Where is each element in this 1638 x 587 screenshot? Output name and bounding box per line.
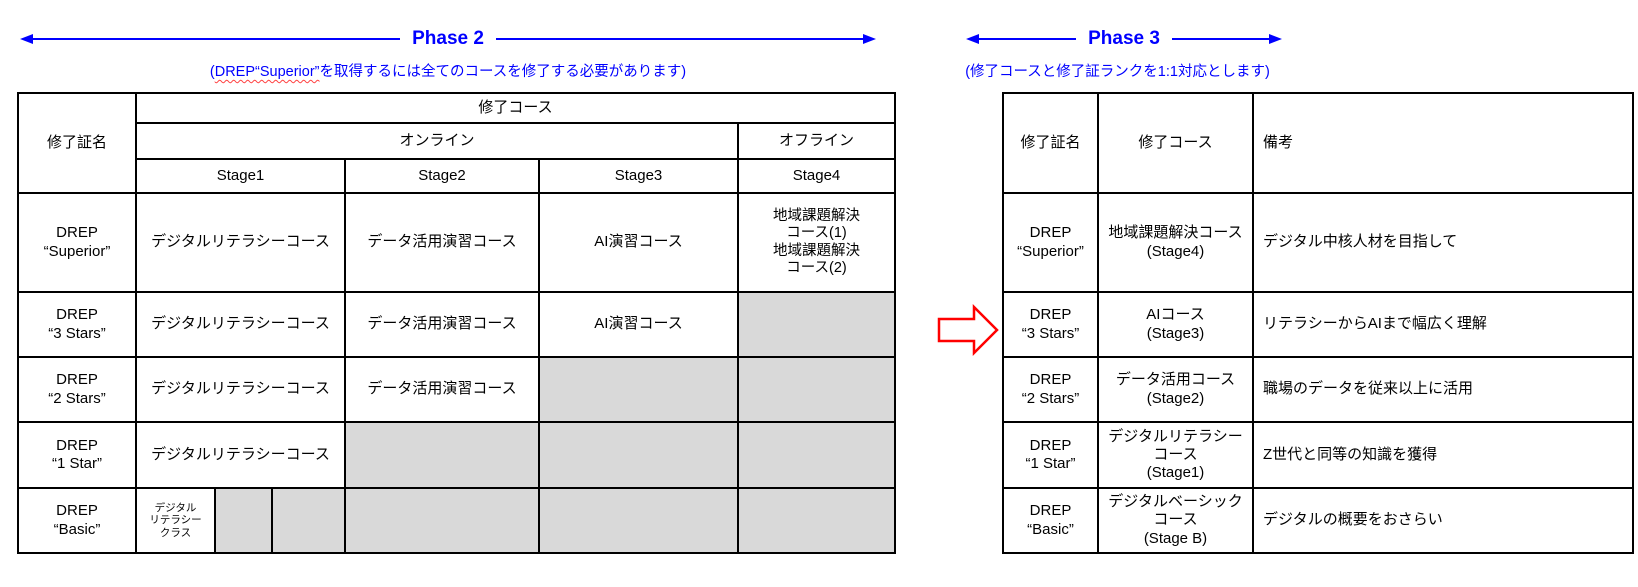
table-row: DREP “Basic” デジタル リテラシー クラス xyxy=(17,487,897,554)
remarks-cell: デジタルの概要をおさらい xyxy=(1252,487,1634,554)
header-offline: オフライン xyxy=(736,122,897,160)
stage1-course-cell: デジタルリテラシーコース xyxy=(135,192,346,293)
header-course: 修了コース xyxy=(1097,92,1254,194)
table-row: DREP “2 Stars” データ活用コース (Stage2) 職場のデータを… xyxy=(1002,356,1634,423)
arrow-right-icon xyxy=(863,34,877,44)
remarks-cell: デジタル中核人材を目指して xyxy=(1252,192,1634,293)
empty-gray-cell xyxy=(736,291,897,358)
header-stage3: Stage3 xyxy=(538,158,739,194)
phase2-subtitle-drep-superior: DREP“Superior” xyxy=(214,64,320,80)
arrow-left-icon xyxy=(20,34,33,44)
header-remarks: 備考 xyxy=(1252,92,1634,194)
phase2-header: Phase 2 xyxy=(20,28,877,50)
table-row: DREP “Superior” デジタルリテラシーコース データ活用演習コース … xyxy=(17,192,897,293)
arrow-line xyxy=(979,38,1077,40)
cert-name-cell: DREP “2 Stars” xyxy=(1002,356,1099,423)
header-course: 修了コース xyxy=(134,92,897,124)
phase2-course-table: 修了証名 修了コース オンライン オフライン Stage1 Stage2 Sta… xyxy=(17,92,897,554)
empty-gray-cell xyxy=(344,487,540,554)
phase2-subtitle-open: ( xyxy=(209,64,215,80)
empty-gray-cell xyxy=(736,421,897,489)
empty-gray-cell xyxy=(538,356,739,423)
header-stage4: Stage4 xyxy=(736,158,897,194)
phase3-header: Phase 3 xyxy=(966,28,1283,50)
cert-name-cell: DREP “Basic” xyxy=(17,487,137,554)
empty-gray-cell xyxy=(271,487,346,554)
arrow-left-icon xyxy=(966,34,979,44)
table-row: DREP “1 Star” デジタルリテラシーコース (Stage1) Z世代と… xyxy=(1002,421,1634,489)
stage1-class-cell: デジタル リテラシー クラス xyxy=(135,487,216,554)
arrow-line xyxy=(1171,38,1270,40)
arrow-line xyxy=(33,38,401,40)
phase2-title: Phase 2 xyxy=(412,28,484,49)
header-cert-name: 修了証名 xyxy=(17,92,137,194)
header-online: オンライン xyxy=(135,122,739,160)
table-header-row: Stage1 Stage2 Stage3 Stage4 xyxy=(18,158,897,194)
empty-gray-cell xyxy=(344,421,540,489)
empty-gray-cell xyxy=(736,487,897,554)
empty-gray-cell xyxy=(538,421,739,489)
header-stage2: Stage2 xyxy=(344,158,540,194)
phase2-subtitle-rest: を取得するには全てのコースを修了する必要があります) xyxy=(319,64,687,80)
stage2-course-cell: データ活用演習コース xyxy=(344,291,540,358)
phase3-title: Phase 3 xyxy=(1088,28,1160,49)
stage4-course-cell: 地域課題解決 コース(1) 地域課題解決 コース(2) xyxy=(736,192,897,293)
phase2-subtitle: (DREP“Superior”を取得するには全てのコースを修了する必要があります… xyxy=(20,60,876,81)
stage2-course-cell: データ活用演習コース xyxy=(344,192,540,293)
cert-name-cell: DREP “Superior” xyxy=(1002,192,1099,293)
phase-transition-arrow-icon xyxy=(937,303,999,357)
phase3-certificate-table: 修了証名 修了コース 備考 DREP “Superior” 地域課題解決コース … xyxy=(1002,92,1634,554)
stage1-course-cell: デジタルリテラシーコース xyxy=(135,421,346,489)
arrow-line xyxy=(495,38,864,40)
table-row: DREP “2 Stars” デジタルリテラシーコース データ活用演習コース xyxy=(17,356,897,423)
table-row: DREP “Basic” デジタルベーシックコース (Stage B) デジタル… xyxy=(1002,487,1634,554)
arrow-right-icon xyxy=(1269,34,1283,44)
cert-name-cell: DREP “Superior” xyxy=(17,192,137,293)
cert-name-cell: DREP “3 Stars” xyxy=(17,291,137,358)
empty-gray-cell xyxy=(214,487,273,554)
stage3-course-cell: AI演習コース xyxy=(538,291,739,358)
remarks-cell: リテラシーからAIまで幅広く理解 xyxy=(1252,291,1634,358)
empty-gray-cell xyxy=(538,487,739,554)
cert-name-cell: DREP “1 Star” xyxy=(1002,421,1099,489)
table-header-row: 修了証名 修了コース 備考 xyxy=(1002,92,1634,194)
phase3-subtitle: (修了コースと修了証ランクを1:1対応とします) xyxy=(965,64,1270,80)
cert-name-cell: DREP “Basic” xyxy=(1002,487,1099,554)
course-cell: デジタルリテラシーコース (Stage1) xyxy=(1097,421,1254,489)
table-row: DREP “Superior” 地域課題解決コース (Stage4) デジタル中… xyxy=(1002,192,1634,293)
remarks-cell: 職場のデータを従来以上に活用 xyxy=(1252,356,1634,423)
course-cell: データ活用コース (Stage2) xyxy=(1097,356,1254,423)
header-stage1: Stage1 xyxy=(135,158,346,194)
table-row: DREP “3 Stars” AIコース (Stage3) リテラシーからAIま… xyxy=(1002,291,1634,358)
course-cell: デジタルベーシックコース (Stage B) xyxy=(1097,487,1254,554)
cert-name-cell: DREP “3 Stars” xyxy=(1002,291,1099,358)
stage3-course-cell: AI演習コース xyxy=(538,192,739,293)
course-cell: AIコース (Stage3) xyxy=(1097,291,1254,358)
table-header-row: オンライン オフライン xyxy=(18,122,897,160)
stage1-course-cell: デジタルリテラシーコース xyxy=(135,291,346,358)
course-cell: 地域課題解決コース (Stage4) xyxy=(1097,192,1254,293)
cert-name-cell: DREP “2 Stars” xyxy=(17,356,137,423)
empty-gray-cell xyxy=(736,356,897,423)
table-row: DREP “1 Star” デジタルリテラシーコース xyxy=(17,421,897,489)
cert-name-cell: DREP “1 Star” xyxy=(17,421,137,489)
header-cert-name: 修了証名 xyxy=(1002,92,1099,194)
stage1-course-cell: デジタルリテラシーコース xyxy=(135,356,346,423)
remarks-cell: Z世代と同等の知識を獲得 xyxy=(1252,421,1634,489)
stage2-course-cell: データ活用演習コース xyxy=(344,356,540,423)
table-row: DREP “3 Stars” デジタルリテラシーコース データ活用演習コース A… xyxy=(17,291,897,358)
table-header-row: 修了証名 修了コース xyxy=(17,92,897,194)
